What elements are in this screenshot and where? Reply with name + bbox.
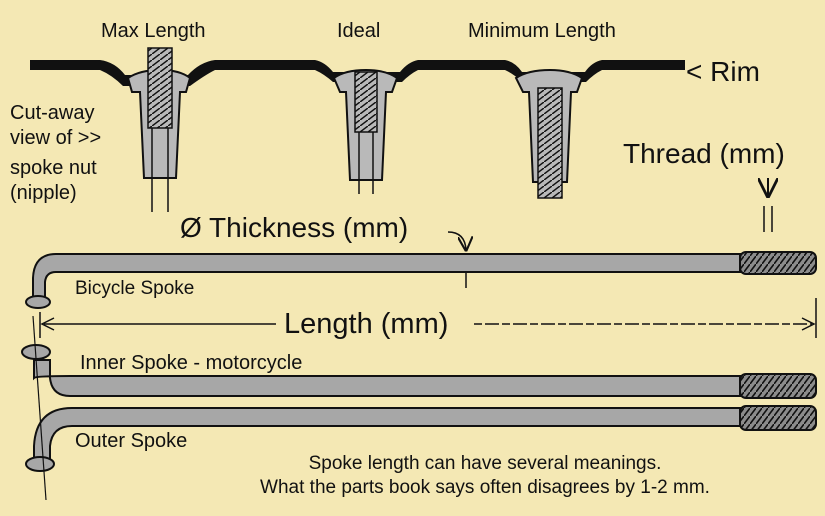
ideal-label: Ideal (337, 20, 381, 42)
outer-spoke-label: Outer Spoke (75, 430, 188, 452)
cutaway-label-line2: view of >> (10, 127, 102, 149)
nipple-max-length (126, 47, 192, 212)
note-line-1: Spoke length can have several meanings. (308, 453, 662, 474)
inner-spoke-label: Inner Spoke - motorcycle (80, 352, 303, 374)
cutaway-label-line1: Cut-away (10, 102, 95, 124)
cutaway-label-line4: (nipple) (10, 182, 77, 204)
spoke-length-note: Spoke length can have several meanings. … (200, 452, 770, 500)
cutaway-label-line3: spoke nut (10, 157, 97, 179)
rim-label: < Rim (686, 56, 760, 87)
outer-spoke (25, 405, 817, 472)
thread-label: Thread (mm) (623, 138, 785, 169)
bicycle-spoke (25, 251, 817, 309)
note-line-2: What the parts book says often disagrees… (260, 477, 710, 498)
hub-reference-line (32, 315, 47, 501)
length-dimension (39, 298, 817, 338)
inner-spoke (21, 344, 817, 399)
nipple-min-length (514, 68, 584, 199)
thickness-pointer (447, 231, 466, 250)
min-length-label: Minimum Length (468, 20, 616, 42)
max-length-label: Max Length (101, 20, 206, 42)
length-label: Length (mm) (284, 308, 449, 340)
thickness-label: Ø Thickness (mm) (180, 212, 409, 243)
bicycle-spoke-label: Bicycle Spoke (75, 278, 195, 299)
nipple-ideal (332, 68, 399, 194)
